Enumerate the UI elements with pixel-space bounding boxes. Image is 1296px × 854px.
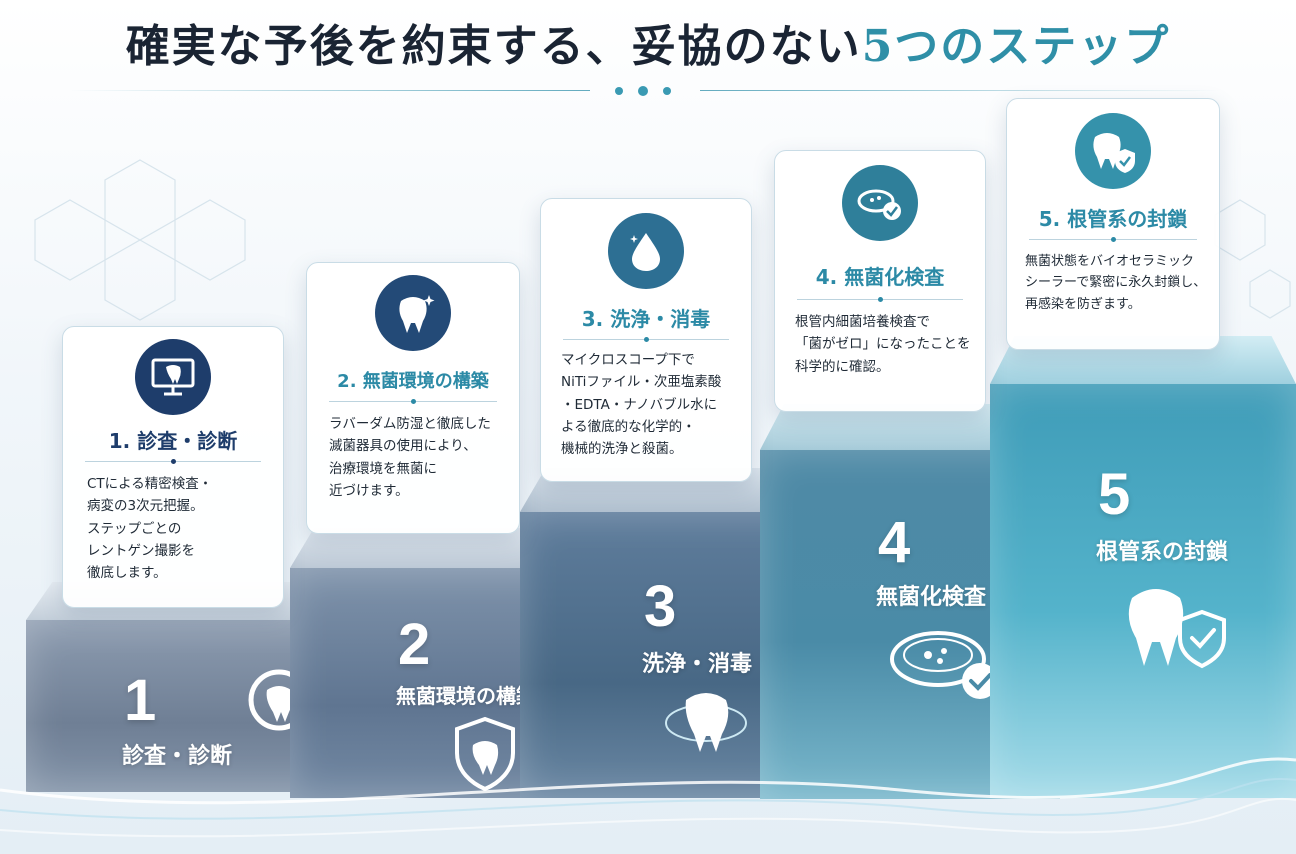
- sparkle-wave: [0, 757, 1296, 838]
- step-card-3: 3. 洗浄・消毒 マイクロスコープ下で NiTiファイル・次亜塩素酸 ・EDTA…: [540, 198, 752, 482]
- step-card-4: 4. 無菌化検査 根管内細菌培養検査で 「菌がゼロ」になったことを 科学的に確認…: [774, 150, 986, 412]
- step-number: 5: [1098, 462, 1131, 527]
- tooth-shield-check-icon: [1075, 113, 1151, 189]
- step-number: 1: [124, 668, 157, 733]
- petri-dish-check-icon: [890, 631, 998, 699]
- step-name: 無菌環境の構築: [396, 684, 536, 708]
- card-body: 根管内細菌培養検査で 「菌がゼロ」になったことを 科学的に確認。: [795, 314, 971, 375]
- card-title: 1. 診査・診断: [108, 429, 238, 453]
- step-name: 根管系の封鎖: [1096, 540, 1229, 565]
- glowing-tooth-icon: [665, 693, 747, 752]
- step-card-5: 5. 根管系の封鎖 無菌状態をバイオセラミック シーラーで緊密に永久封鎖し、 再…: [1006, 98, 1220, 350]
- sparkling-tooth-icon: [375, 275, 451, 351]
- step-name: 診査・診断: [122, 744, 233, 769]
- step-name: 洗浄・消毒: [642, 652, 753, 677]
- water-drop-icon: [608, 213, 684, 289]
- step-number: 4: [878, 510, 911, 575]
- petri-dish-check-icon: [842, 165, 918, 241]
- card-body: マイクロスコープ下で NiTiファイル・次亜塩素酸 ・EDTA・ナノバブル水に …: [561, 352, 722, 458]
- card-body: ラバーダム防湿と徹底した 滅菌器具の使用により、 治療環境を無菌に 近づけます。: [329, 416, 491, 499]
- step-card-2: 2. 無菌環境の構築 ラバーダム防湿と徹底した 滅菌器具の使用により、 治療環境…: [306, 262, 520, 534]
- monitor-tooth-icon: [135, 339, 211, 415]
- card-title: 5. 根管系の封鎖: [1038, 207, 1188, 231]
- title-divider: [70, 86, 1220, 96]
- step-name: 無菌化検査: [876, 585, 987, 610]
- tooth-shield-icon: [455, 716, 515, 792]
- step-number: 2: [398, 612, 431, 677]
- card-body: CTによる精密検査・ 病変の3次元把握。 ステップごとの レントゲン撮影を 徹底…: [87, 476, 213, 582]
- title-main: 確実な予後を約束する、妥協のない: [125, 21, 862, 72]
- tooth-shield-check-icon: [1128, 589, 1226, 669]
- step-number: 3: [644, 574, 677, 639]
- page-title: 確実な予後を約束する、妥協のない5つのステップ: [0, 10, 1296, 74]
- title-accent: 5つのステップ: [861, 21, 1171, 72]
- card-title: 3. 洗浄・消毒: [581, 307, 711, 331]
- card-title: 4. 無菌化検査: [815, 265, 945, 289]
- card-title: 2. 無菌環境の構築: [337, 371, 489, 392]
- step-card-1: 1. 診査・診断 CTによる精密検査・ 病変の3次元把握。 ステップごとの レン…: [62, 326, 284, 608]
- card-body: 無菌状態をバイオセラミック シーラーで緊密に永久封鎖し、 再感染を防ぎます。: [1025, 254, 1207, 312]
- hexagon-pattern: [34, 159, 1291, 321]
